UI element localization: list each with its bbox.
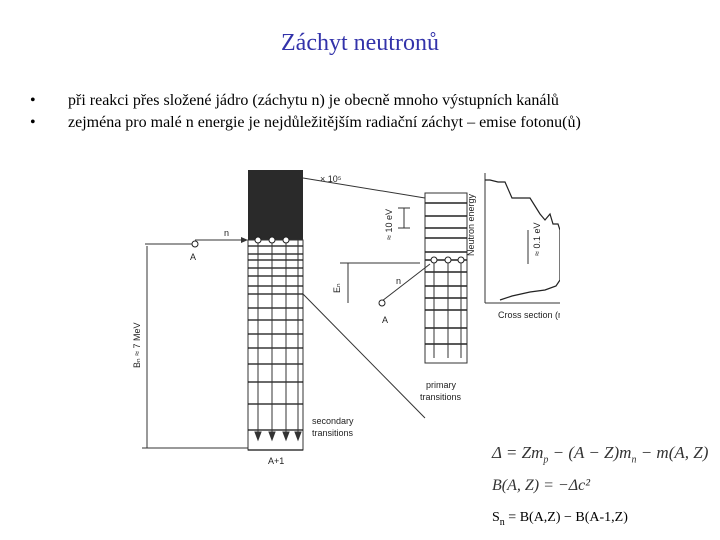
cross-section-curve (485, 179, 560, 301)
label-en: Eₙ (332, 283, 342, 293)
zoomed-states (430, 256, 465, 264)
formula-part: − m(A, Z) (636, 443, 709, 462)
transition-arrows (254, 240, 302, 442)
bullet-text: zejména pro malé n energie je nejdůležit… (68, 114, 581, 131)
label-A-mid: A (382, 315, 388, 325)
label-n-left: n (224, 228, 229, 238)
label-bn: Bₙ ≈ 7 MeV (132, 322, 142, 368)
neutron-arrow-mid (381, 263, 431, 302)
formula-part: − (A − Z)m (548, 443, 632, 462)
initial-states (254, 236, 290, 244)
energy-levels (248, 245, 303, 451)
label-n-mid: n (396, 276, 401, 286)
page-title: Záchyt neutronů (281, 30, 439, 56)
label-secondary-transitions: transitions (312, 428, 354, 438)
level-continuum (248, 170, 303, 240)
label-scale: × 10⁵ (320, 174, 342, 184)
formula-part: = B(A,Z) − B(A-1,Z) (504, 510, 628, 525)
zoom-line-bottom (302, 293, 426, 419)
level-scheme (247, 239, 304, 451)
label-secondary: secondary (312, 416, 354, 426)
zoom-line-top (302, 177, 426, 199)
bullet-list: • při reakci přes složené jádro (záchytu… (28, 90, 708, 134)
label-primary: primary (426, 380, 457, 390)
label-A-left: A (190, 252, 196, 262)
neutron-capture-diagram: n A Bₙ ≈ 7 MeV × 10⁵ Eₙ n (132, 170, 560, 466)
bullet-marker: • (30, 114, 36, 131)
bullet-marker: • (30, 92, 36, 109)
label-point-one-ev: ≈ 0.1 eV (532, 223, 542, 256)
label-ten-ev: ≈ 10 eV (384, 209, 394, 240)
primary-transition-arrows (433, 263, 462, 358)
zoomed-level-lines (425, 202, 467, 345)
formula-sub: n (631, 454, 637, 466)
bullet-item: • při reakci přes složené jádro (záchytu… (28, 90, 708, 112)
formula-part: Δ = Zm (492, 443, 544, 462)
formula-mass-defect: Δ = Zmp − (A − Z)mn − m(A, Z) (492, 443, 708, 465)
label-cross-section: Cross section (n,γ) (498, 310, 560, 320)
label-primary-transitions: transitions (420, 392, 462, 402)
label-a-plus-1: A+1 (268, 456, 284, 466)
bullet-item: • zejména pro malé n energie je nejdůlež… (28, 112, 708, 134)
nucleus-A-marker-mid (378, 299, 386, 307)
formula-sub: n (499, 516, 505, 528)
formula-binding-energy: B(A, Z) = −Δc² (492, 477, 590, 494)
bullet-text: při reakci přes složené jádro (záchytu n… (68, 92, 559, 109)
formula-part: S (492, 510, 500, 525)
zoomed-levels (424, 192, 468, 364)
formula-separation-energy: Sn = B(A,Z) − B(A-1,Z) (492, 510, 628, 528)
nucleus-A-marker (191, 240, 199, 248)
label-neutron-energy: Neutron energy (466, 193, 476, 256)
formula-sub: p (543, 454, 549, 466)
